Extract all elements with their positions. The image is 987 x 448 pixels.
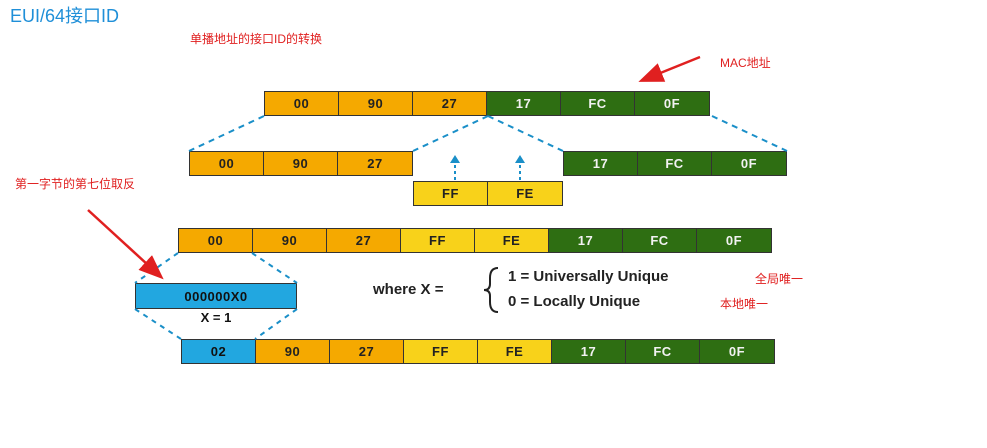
inserted-byte: FF bbox=[414, 182, 488, 205]
final-byte: FF bbox=[404, 340, 478, 363]
invert-pointer-arrow bbox=[87, 209, 164, 280]
local-option: 0 = Locally Unique bbox=[508, 293, 641, 310]
split-line bbox=[412, 115, 489, 152]
conversion-note: 单播地址的接口ID的转换 bbox=[190, 32, 323, 46]
oui-split-row: 00 90 27 bbox=[189, 151, 413, 176]
eui-byte: FE bbox=[475, 229, 549, 252]
final-byte: FE bbox=[478, 340, 552, 363]
oui-byte: 00 bbox=[190, 152, 264, 175]
zoom-line bbox=[251, 252, 298, 284]
final-byte: 17 bbox=[552, 340, 626, 363]
oui-byte: 90 bbox=[264, 152, 338, 175]
nic-byte: 0F bbox=[712, 152, 786, 175]
inserted-byte: FE bbox=[488, 182, 562, 205]
final-byte: FC bbox=[626, 340, 700, 363]
mac-byte: 0F bbox=[635, 92, 709, 115]
split-line bbox=[711, 115, 788, 152]
mac-byte: 90 bbox=[339, 92, 413, 115]
final-byte: 90 bbox=[256, 340, 330, 363]
insert-arrow-head bbox=[450, 155, 460, 163]
invert-note: 第一字节的第七位取反 bbox=[15, 177, 136, 191]
split-line bbox=[487, 115, 564, 152]
mac-byte: 27 bbox=[413, 92, 487, 115]
eui-byte: FC bbox=[623, 229, 697, 252]
mac-byte: 00 bbox=[265, 92, 339, 115]
page-title: EUI/64接口ID bbox=[10, 6, 120, 26]
eui64-row: 00 90 27 FF FE 17 FC 0F bbox=[178, 228, 772, 253]
final-byte: 02 bbox=[182, 340, 256, 363]
mac-note: MAC地址 bbox=[720, 56, 771, 70]
inserted-bytes-row: FF FE bbox=[413, 181, 563, 206]
final-byte: 27 bbox=[330, 340, 404, 363]
nic-byte: FC bbox=[638, 152, 712, 175]
zoom-line bbox=[134, 308, 182, 340]
eui-byte: 0F bbox=[697, 229, 771, 252]
zoom-line bbox=[254, 308, 298, 340]
where-label: where X = bbox=[373, 281, 444, 298]
mac-byte: 17 bbox=[487, 92, 561, 115]
final-interface-id-row: 02 90 27 FF FE 17 FC 0F bbox=[181, 339, 775, 364]
eui-byte: FF bbox=[401, 229, 475, 252]
local-note: 本地唯一 bbox=[720, 297, 769, 311]
universal-option: 1 = Universally Unique bbox=[508, 268, 669, 285]
eui-byte: 90 bbox=[253, 229, 327, 252]
mac-pointer-arrow bbox=[638, 55, 701, 82]
x-equals-label: X = 1 bbox=[200, 310, 232, 325]
insert-arrow-head bbox=[515, 155, 525, 163]
nic-byte: 17 bbox=[564, 152, 638, 175]
legend-brace bbox=[483, 267, 499, 313]
eui-byte: 27 bbox=[327, 229, 401, 252]
split-line bbox=[188, 115, 265, 152]
oui-byte: 27 bbox=[338, 152, 412, 175]
global-note: 全局唯一 bbox=[755, 272, 804, 286]
eui-byte: 00 bbox=[179, 229, 253, 252]
nic-split-row: 17 FC 0F bbox=[563, 151, 787, 176]
first-byte-bits: 000000X0 bbox=[135, 283, 297, 309]
mac-address-row: 00 90 27 17 FC 0F bbox=[264, 91, 710, 116]
final-byte: 0F bbox=[700, 340, 774, 363]
eui-byte: 17 bbox=[549, 229, 623, 252]
mac-byte: FC bbox=[561, 92, 635, 115]
